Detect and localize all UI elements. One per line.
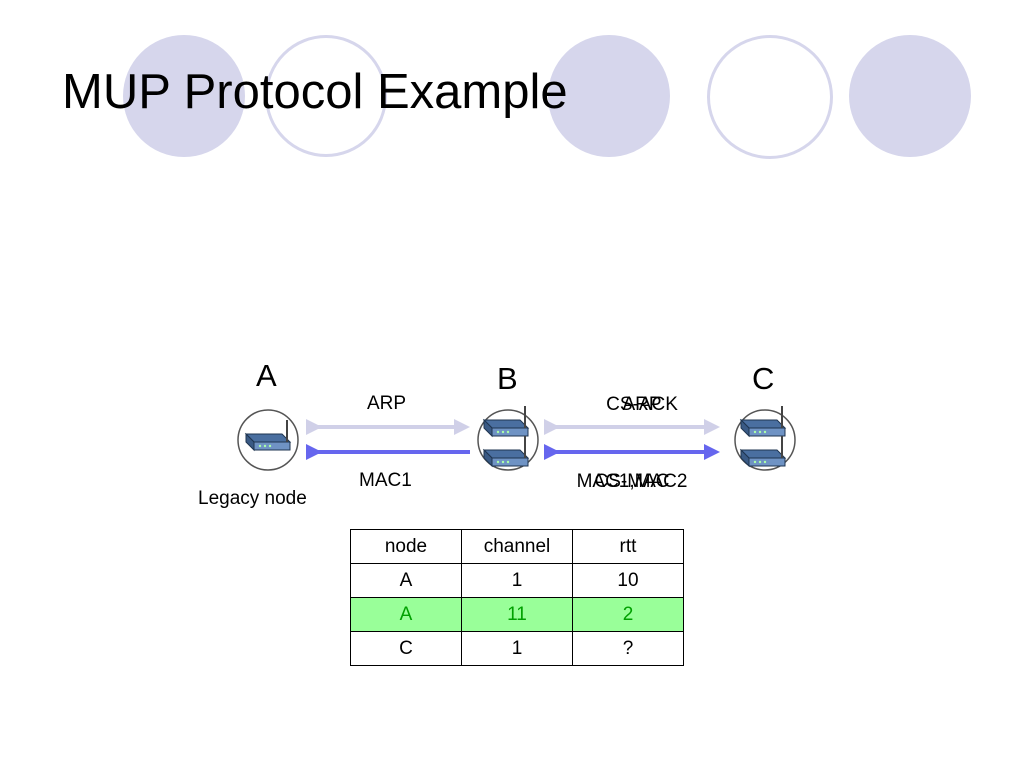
message-cs-ack: CS-ACK	[606, 394, 678, 415]
cell-node: A	[350, 563, 462, 598]
cell-node: C	[350, 631, 462, 666]
decor-circle-3	[548, 35, 670, 157]
router-node-b	[477, 405, 539, 471]
router-node-c	[734, 405, 796, 471]
cell-channel: 1	[461, 631, 573, 666]
message-overlap-bc-top: CS-ACK ARP	[562, 395, 722, 414]
decor-circle-2	[265, 35, 387, 157]
legacy-node-caption: Legacy node	[198, 488, 307, 509]
table-header-row: node channel rtt	[350, 529, 684, 564]
cell-channel: 11	[461, 597, 573, 632]
table-row-highlighted: A 11 2	[350, 597, 684, 632]
decor-circle-5	[849, 35, 971, 157]
message-arp-bc: ARP	[622, 394, 662, 415]
message-overlap-bc-bottom: MAC1,MAC2 CS-MAC	[552, 472, 712, 491]
header-rtt: rtt	[572, 529, 684, 564]
cell-rtt: 2	[572, 597, 684, 632]
message-cs-mac: CS-MAC	[594, 471, 670, 492]
node-label-b: B	[497, 361, 518, 396]
header-channel: channel	[461, 529, 573, 564]
cell-rtt: ?	[572, 631, 684, 666]
node-label-a: A	[256, 358, 277, 393]
message-mac1-ab: MAC1	[359, 470, 412, 491]
node-label-c: C	[752, 361, 775, 396]
decor-circle-1	[123, 35, 245, 157]
cell-channel: 1	[461, 563, 573, 598]
cell-node: A	[350, 597, 462, 632]
router-node-a	[237, 409, 299, 471]
routing-table: node channel rtt A 1 10 A 11 2 C 1 ?	[350, 529, 684, 666]
message-mac1-mac2: MAC1,MAC2	[576, 471, 688, 492]
message-arp-ab: ARP	[367, 393, 407, 414]
header-node: node	[350, 529, 462, 564]
slide-title: MUP Protocol Example	[62, 65, 568, 119]
table-row: A 1 10	[350, 563, 684, 598]
table-row: C 1 ?	[350, 631, 684, 666]
decor-circle-4	[707, 35, 833, 159]
cell-rtt: 10	[572, 563, 684, 598]
